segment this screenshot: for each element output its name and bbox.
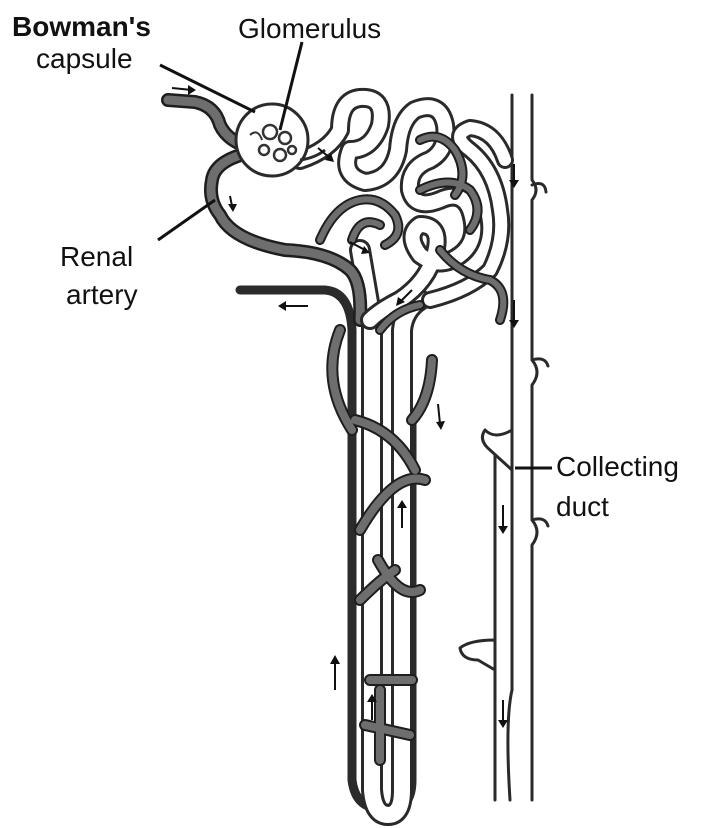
label-bowmans-capsule-line2: capsule <box>36 43 133 74</box>
arrow-efferent-out <box>278 301 308 311</box>
arrow-renal-artery-in <box>172 85 196 95</box>
label-renal-artery-line2: artery <box>66 279 138 310</box>
pointer-renal-artery <box>158 200 215 240</box>
arrow-afferent-down <box>228 196 237 212</box>
arrow-duct-lower-1 <box>498 505 508 534</box>
arrow-vessel-up <box>330 655 340 690</box>
arrow-loop-descending <box>436 404 445 430</box>
label-collecting-duct-line2: duct <box>556 491 609 522</box>
label-collecting-duct-line1: Collecting <box>556 451 679 482</box>
label-glomerulus: Glomerulus <box>238 13 381 44</box>
label-renal-artery-line1: Renal <box>60 241 133 272</box>
arrow-duct-lower-2 <box>498 700 508 728</box>
label-bowmans-capsule-line1: Bowman's <box>12 11 151 42</box>
